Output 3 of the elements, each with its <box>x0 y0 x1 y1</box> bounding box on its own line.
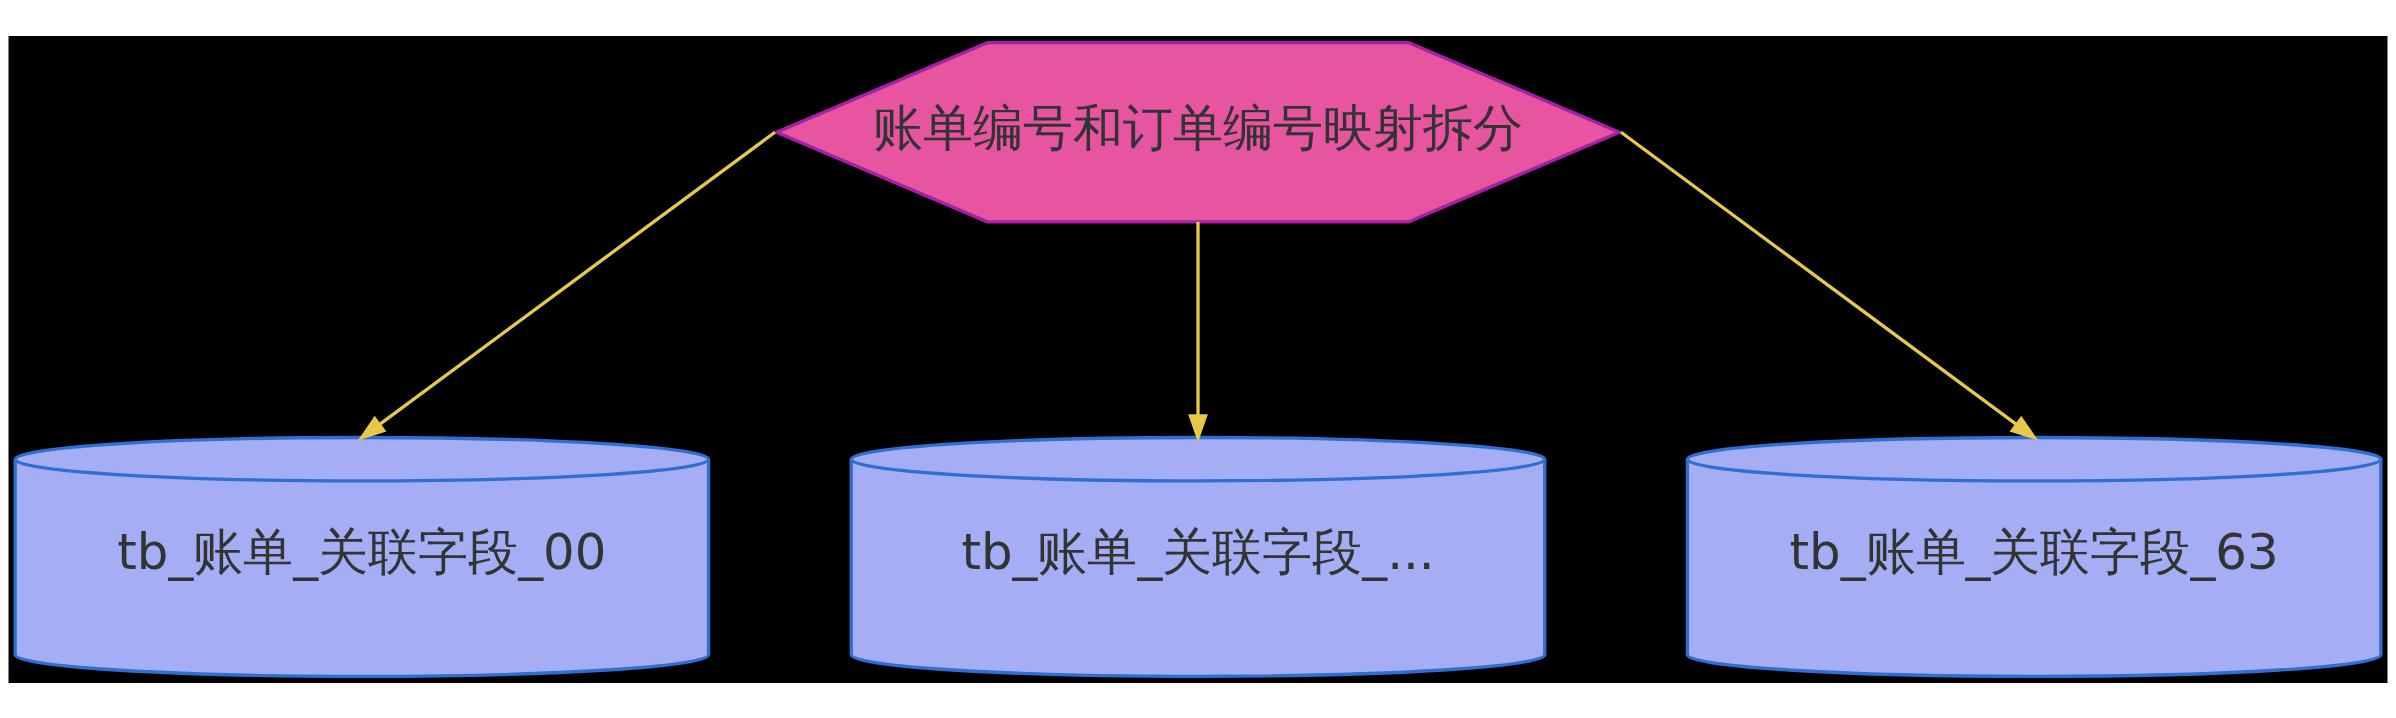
arrow <box>357 130 776 440</box>
arrow <box>1188 221 1208 442</box>
arrow <box>1620 130 2039 440</box>
